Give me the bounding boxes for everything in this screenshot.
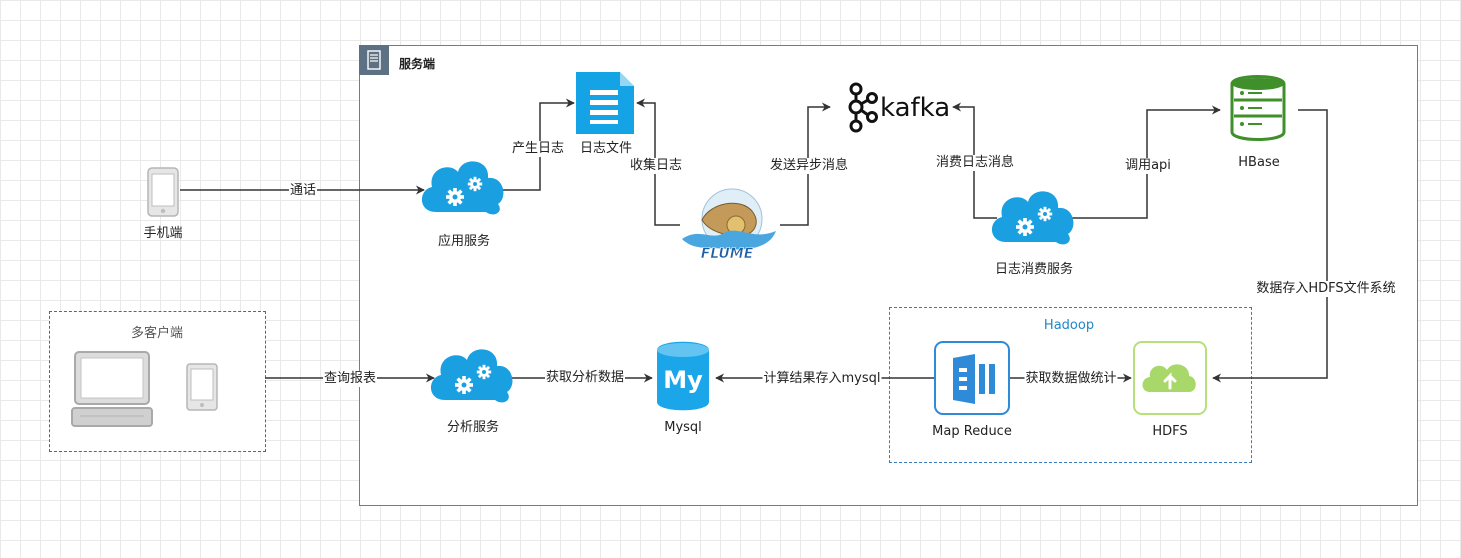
multi-client-title: 多客户端 bbox=[130, 326, 184, 341]
hadoop-title: Hadoop bbox=[1043, 318, 1095, 333]
edge-label-fetch-analysis: 获取分析数据 bbox=[544, 370, 626, 386]
mapreduce-label: Map Reduce bbox=[932, 424, 1012, 439]
app-service-cloud-icon bbox=[422, 161, 503, 214]
mysql-label: Mysql bbox=[664, 420, 702, 435]
edge-label-send-async: 发送异步消息 bbox=[768, 158, 850, 174]
edge-label-store-mysql: 计算结果存入mysql bbox=[762, 371, 882, 387]
edge-store-hdfs bbox=[1212, 109, 1328, 383]
edge-label-produce-log: 产生日志 bbox=[510, 141, 566, 157]
mapreduce-icon bbox=[934, 341, 1010, 415]
hdfs-icon bbox=[1133, 341, 1207, 415]
server-icon bbox=[359, 45, 389, 75]
mysql-database-icon: My bbox=[657, 341, 709, 411]
server-title: 服务端 bbox=[399, 57, 436, 71]
hbase-database-icon bbox=[1230, 75, 1286, 141]
laptop-icon bbox=[71, 351, 153, 427]
tablet-icon bbox=[186, 363, 218, 411]
hbase-label: HBase bbox=[1238, 155, 1280, 170]
app-service-label: 应用服务 bbox=[437, 234, 491, 249]
hdfs-label: HDFS bbox=[1152, 424, 1188, 439]
log-file-label: 日志文件 bbox=[579, 141, 633, 156]
phone-label: 手机端 bbox=[143, 226, 183, 241]
flume-logo-icon: FLUME bbox=[682, 188, 776, 262]
flume-logo-text: FLUME bbox=[701, 246, 754, 262]
phone-icon bbox=[147, 167, 179, 217]
edge-label-call-api: 调用api bbox=[1124, 158, 1172, 174]
edge-label-fetch-stats: 获取数据做统计 bbox=[1024, 371, 1118, 387]
edge-label-query-report: 查询报表 bbox=[322, 371, 378, 387]
analysis-service-label: 分析服务 bbox=[446, 420, 500, 435]
analysis-service-cloud-icon bbox=[431, 349, 512, 402]
log-consumer-cloud-icon bbox=[992, 191, 1073, 244]
document-icon bbox=[576, 72, 634, 134]
kafka-logo-icon: kafka bbox=[848, 82, 950, 133]
kafka-logo-text: kafka bbox=[880, 93, 950, 123]
edge-label-store-hdfs: 数据存入HDFS文件系统 bbox=[1255, 281, 1397, 297]
edge-label-call: 通话 bbox=[288, 183, 318, 199]
edge-label-collect-log: 收集日志 bbox=[628, 158, 684, 174]
log-consumer-label: 日志消费服务 bbox=[994, 262, 1074, 277]
mysql-logo-text: My bbox=[663, 366, 703, 394]
edge-label-consume-log: 消费日志消息 bbox=[934, 155, 1016, 171]
